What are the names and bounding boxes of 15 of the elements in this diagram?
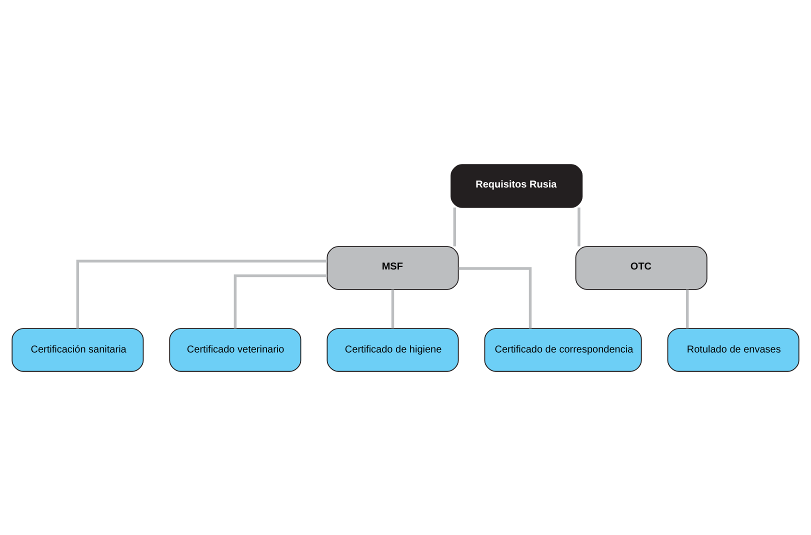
connector — [686, 289, 689, 328]
node-box: Certificado de correspondencia — [484, 328, 642, 372]
connector — [76, 259, 328, 328]
node-box: Certificado de higiene — [326, 328, 459, 372]
connector — [391, 289, 394, 328]
connector — [458, 266, 532, 328]
node-box: Certificado veterinario — [169, 328, 302, 372]
node-box: Requisitos Rusia — [450, 164, 583, 208]
node-box: OTC — [575, 246, 708, 290]
node-box: MSF — [326, 246, 459, 290]
connector — [234, 274, 328, 328]
node-box: Certificación sanitaria — [12, 328, 144, 372]
connector — [453, 207, 456, 246]
connector — [578, 207, 580, 246]
node-box: Rotulado de envases — [667, 328, 800, 372]
